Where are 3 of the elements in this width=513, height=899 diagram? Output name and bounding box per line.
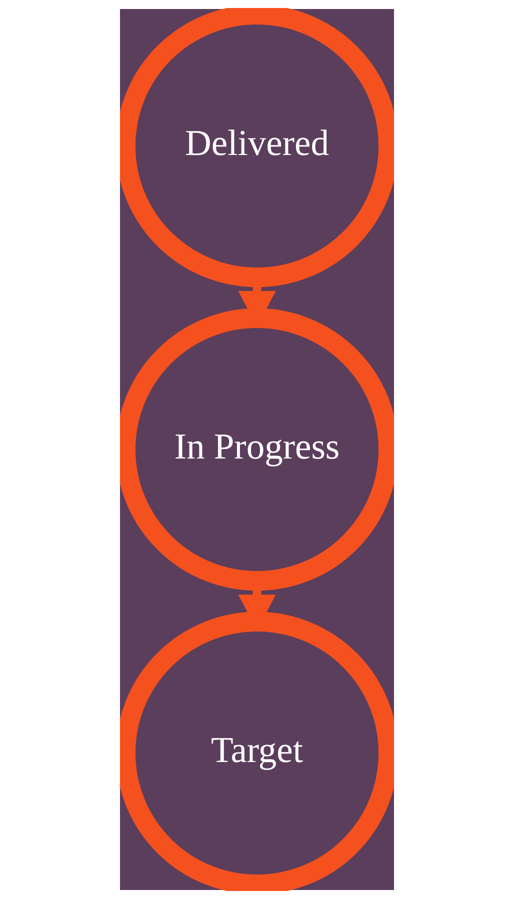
- node-circle: Delivered: [120, 8, 394, 288]
- node-circle: In Progress: [120, 308, 394, 591]
- node-circle: Target: [120, 612, 394, 891]
